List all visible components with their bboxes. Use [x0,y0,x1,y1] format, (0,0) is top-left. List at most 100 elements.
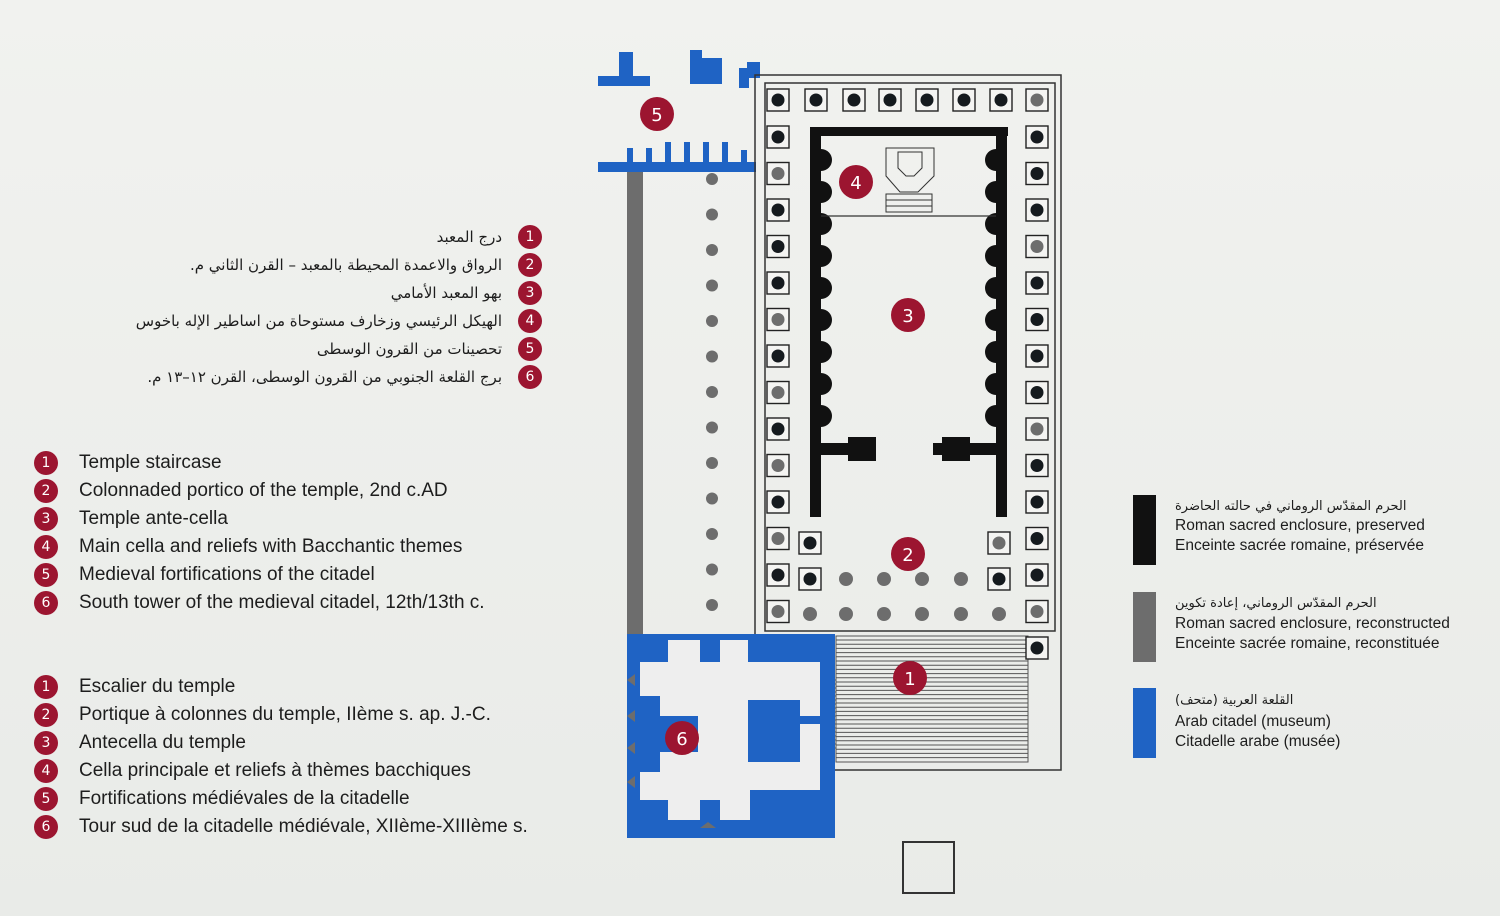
legend-label: Medieval fortifications of the citadel [79,564,375,585]
marker-badge: 2 [518,253,542,277]
plan-marker-3: 3 [891,298,925,332]
pilaster [985,277,996,299]
key-label-en: Arab citadel (museum) [1175,713,1331,730]
adyton-altar [885,147,935,213]
column [920,93,934,107]
reconstructed-wall [627,172,643,634]
staircase-outline [835,635,1029,763]
column [771,532,785,545]
key-label-fr: Enceinte sacrée romaine, reconstituée [1175,635,1440,652]
pilaster [985,405,996,427]
column [771,93,785,107]
pilaster [821,181,832,203]
pilaster [821,309,832,331]
axis-column [706,599,718,611]
legend-label: Cella principale et reliefs à thèmes bac… [79,760,471,781]
legend-label: بهو المعبد الأمامي [390,284,502,302]
marker-badge: 3 [518,281,542,305]
axis-column [706,421,718,434]
axis-column [706,492,718,505]
pilaster [821,277,832,299]
pilaster [985,341,996,363]
axis-column [706,315,718,327]
legend-label: Antecella du temple [79,732,246,753]
axis-column [706,528,718,540]
swatch-preserved [1133,495,1156,565]
column [1030,130,1044,144]
svg-text:6: 6 [676,729,687,750]
column-reconstructed [915,572,929,586]
key-label-ar: الحرم المقدّس الروماني، إعادة تكوين [1175,596,1377,611]
key-label-fr: Enceinte sacrée romaine, préservée [1175,537,1424,554]
marker-badge: 3 [34,507,58,531]
plan-markers: 5 4 3 2 1 6 [640,97,927,755]
pilaster [985,213,996,235]
column-reconstructed [954,572,968,586]
legend-item: 4 الهيكل الرئيسي وزخارف مستوحاة من اساطير… [80,308,542,336]
axis-column [706,208,718,221]
column [1030,93,1044,107]
temple-staircase [790,639,1028,759]
legend-label: Escalier du temple [79,676,236,697]
marker-badge: 5 [34,563,58,587]
column [771,605,785,618]
column [771,167,785,180]
column [1030,240,1044,253]
column [957,93,971,107]
column [771,203,785,217]
legend-label: Temple ante-cella [79,508,228,529]
plan-marker-6: 6 [665,721,699,755]
legend-item: 5 Medieval fortifications of the citadel [34,561,594,589]
column-reconstructed [877,572,891,586]
marker-badge: 5 [34,787,58,811]
column [1030,386,1044,399]
marker-badge: 6 [34,591,58,615]
plan-marker-2: 2 [891,537,925,571]
pilaster [985,373,996,395]
column [1030,276,1044,290]
colonnade [766,88,1049,660]
svg-text:3: 3 [902,306,913,327]
column-reconstructed [839,572,853,586]
marker-badge: 6 [518,365,542,389]
column [847,93,861,107]
column [809,93,823,107]
pilaster [821,213,832,235]
plan-marker-5: 5 [640,97,674,131]
legend-label: Tour sud de la citadelle médiévale, XIIè… [79,816,528,837]
pilaster [985,149,996,171]
column [992,572,1006,586]
cella-pilasters [821,149,996,427]
legend-label: Main cella and reliefs with Bacchantic t… [79,536,463,557]
column [803,572,817,586]
column-reconstructed [803,607,817,621]
column [1030,203,1044,217]
legend-label: الهيكل الرئيسي وزخارف مستوحاة من اساطير … [135,312,502,330]
legend-item: 3 بهو المعبد الأمامي [80,280,542,308]
legend-label: Temple staircase [79,452,222,473]
column [771,240,785,253]
svg-text:5: 5 [651,105,662,126]
svg-text:2: 2 [902,545,913,566]
marker-badge: 4 [518,309,542,333]
swatch-reconstructed [1133,592,1156,662]
enclosure-outer-line [754,74,1062,771]
legend-label: Portique à colonnes du temple, IIème s. … [79,704,491,725]
pilaster [821,149,832,171]
pilaster [821,245,832,267]
plan-marker-1: 1 [893,661,927,695]
marker-badge: 4 [34,759,58,783]
axis-column [706,563,718,576]
axis-column [706,279,718,292]
south-tower [627,634,835,838]
column [771,130,785,144]
